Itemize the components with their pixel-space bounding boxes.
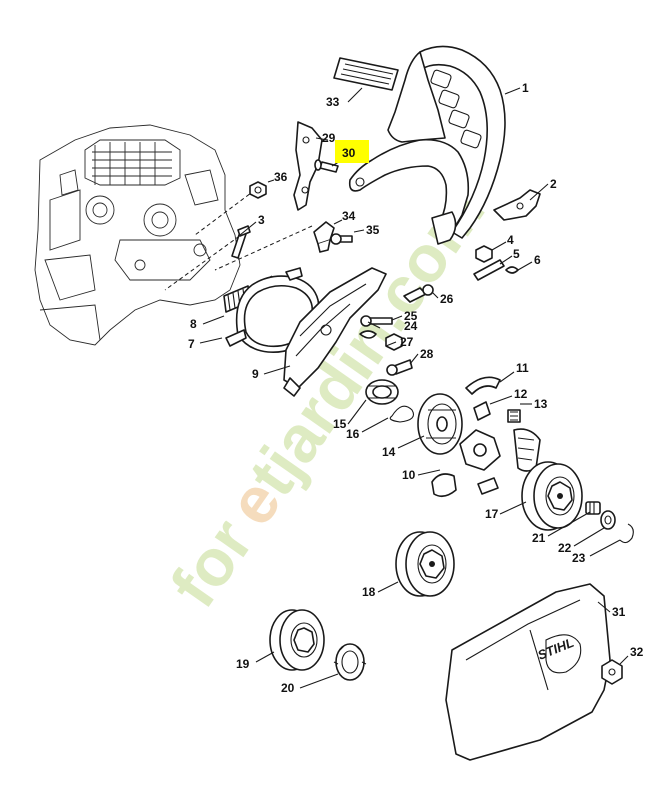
part-22-washer [600,510,616,530]
part-15-bearing [365,379,399,405]
callout-23: 23 [572,551,586,565]
part-1-front-hand-guard [348,45,506,245]
callout-15: 15 [333,417,347,431]
callout-34: 34 [342,209,356,223]
callout-4: 4 [507,233,514,247]
part-25-screw [360,315,393,327]
callout-9: 9 [252,367,259,381]
leader-lines [199,87,629,689]
part-20-sprocket [333,643,367,681]
part-33-plate [333,57,399,91]
part-30-screw [314,159,339,173]
callout-6: 6 [534,253,541,267]
callout-14: 14 [382,445,396,459]
part-35-screw [330,233,353,245]
part-12-piece [473,401,491,421]
callout-8: 8 [190,317,197,331]
part-6-clip [505,266,519,274]
callout-7: 7 [188,337,195,351]
callout-32: 32 [630,645,644,659]
callout-36: 36 [274,170,288,184]
callout-28: 28 [420,347,434,361]
part-36-nut [249,181,267,199]
callout-29: 29 [322,131,336,145]
callout-20: 20 [281,681,295,695]
callout-labels: 1 2 3 4 5 6 7 8 9 10 11 12 13 14 15 16 1… [188,81,644,695]
part-3-pin [231,225,251,259]
part-18-rim-drum [395,531,455,597]
callout-35: 35 [366,223,380,237]
highlight-box [335,140,369,163]
part-26-bolt [403,284,434,303]
callout-12: 12 [514,387,528,401]
part-29-bracket [293,121,323,211]
callout-16: 16 [346,427,360,441]
callout-17: 17 [485,507,499,521]
part-14-plate [417,393,463,455]
callout-30-highlighted: 30 [342,146,356,160]
callout-18: 18 [362,585,376,599]
callout-10: 10 [402,468,416,482]
part-32-nut [601,659,623,685]
part-4-washer [475,245,493,263]
part-28-bolt [386,359,413,376]
callout-27: 27 [400,335,414,349]
part-10-clutch [431,428,541,498]
callout-19: 19 [236,657,250,671]
assembly-guide-lines [164,189,313,291]
callout-11: 11 [516,361,529,375]
engine-housing-outline [34,124,241,346]
callout-21: 21 [532,531,546,545]
callout-33: 33 [326,95,340,109]
part-23-circlip [619,523,634,544]
part-24-spring [359,330,377,339]
callout-25: 25 [404,309,418,323]
part-9-chain-brake-cover [283,267,387,397]
part-16-ring [389,405,415,423]
part-17-clutch-drum [521,461,583,531]
part-21-needle-cage [585,501,601,515]
part-2-lever [493,189,541,221]
part-5-link [473,259,505,281]
part-31-sprocket-cover: STIHL [445,583,611,761]
callout-24: 24 [404,319,418,333]
callout-2: 2 [550,177,557,191]
callout-5: 5 [513,247,520,261]
part-11-shoe [465,376,501,395]
callout-3: 3 [258,213,265,227]
callout-1: 1 [522,81,529,95]
callout-22: 22 [558,541,572,555]
callout-13: 13 [534,397,548,411]
part-19-drum [269,609,325,671]
part-13-spring [507,409,521,423]
callout-31: 31 [612,605,626,619]
part-34-lever [313,221,335,253]
callout-26: 26 [440,292,454,306]
